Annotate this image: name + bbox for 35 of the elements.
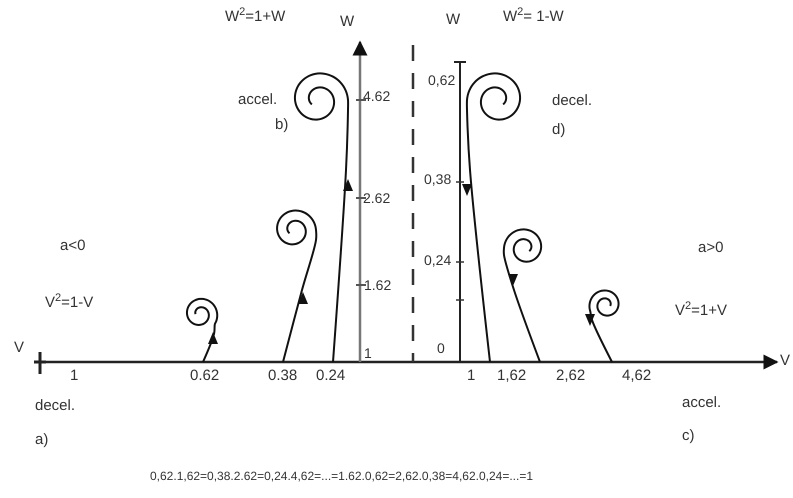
panel-label: a) — [35, 432, 48, 448]
tick-label: 4.62 — [363, 89, 390, 104]
condition-label: a>0 — [698, 240, 724, 256]
tick-label: 1,62 — [497, 368, 526, 384]
region-note: decel. — [35, 398, 76, 414]
axis-label: W — [446, 12, 460, 28]
tick-label: 1 — [364, 346, 372, 362]
tick-label: 0.24 — [316, 368, 346, 384]
equation: W$^{2}$=1+W — [225, 6, 286, 26]
region-note: accel. — [238, 92, 278, 108]
axis-label: W — [340, 14, 354, 30]
tick-label: 0 — [437, 341, 445, 356]
equation: V$^{2}$=1+V — [675, 300, 728, 320]
tick-label: 0.38 — [268, 368, 298, 384]
panel-label: b) — [275, 117, 288, 134]
panel-label: d) — [552, 122, 566, 138]
tick-label: 1.62 — [364, 278, 392, 294]
condition-label: a<0 — [60, 238, 86, 254]
tick-label: 0,38 — [424, 172, 452, 188]
tick-label: 0,24 — [424, 253, 452, 268]
axis-label: V — [780, 353, 790, 370]
tick-label: 2.62 — [363, 191, 390, 206]
tick-label: 0,62 — [428, 73, 456, 88]
tick-label: 1 — [467, 368, 476, 384]
region-note: decel. — [552, 93, 592, 110]
axis-label: V — [14, 340, 24, 356]
equation: W$^{2}$= 1-W — [503, 6, 564, 26]
tick-label: 4,62 — [622, 368, 652, 384]
formula-note: 0,62.1,62=0,38.2.62=0,24.4,62=...=1.62.0,62=2,62.0,38=4,62.0,24=...=1 — [150, 470, 534, 484]
region-note: accel. — [682, 395, 722, 412]
tick-label: 0.62 — [190, 368, 220, 384]
tick-label: 1 — [70, 368, 78, 384]
panel-label: c) — [682, 428, 694, 444]
tick-label: 2,62 — [556, 368, 586, 384]
equation: V$^{2}$=1-V — [45, 292, 94, 312]
